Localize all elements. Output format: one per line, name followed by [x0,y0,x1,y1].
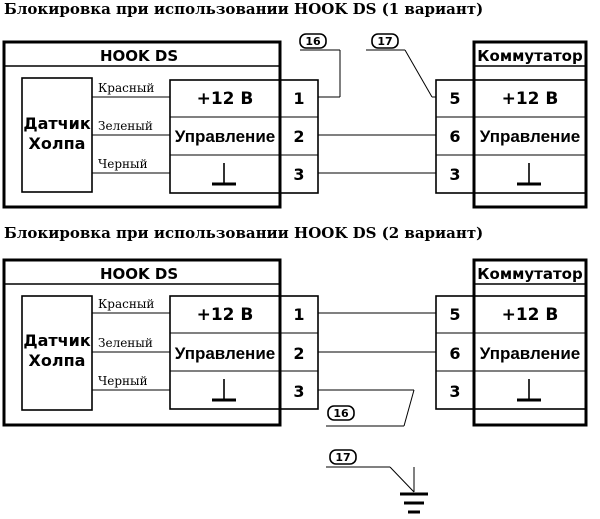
wire-red-label: Красный [98,81,154,95]
wire-green-label-2: Зеленый [98,336,153,350]
switch-title: Коммутатор [477,47,583,65]
plus12-label: +12 В [197,89,254,109]
tag-16-v2: 16 [318,389,415,427]
wire-black-label-2: Черный [98,374,148,388]
pin-2-2: 2 [293,344,304,363]
hook-ds-title-2: HOOK DS [100,265,178,283]
pin-6: 6 [449,127,460,146]
hook-ds-title: HOOK DS [100,47,178,65]
variant-1-title: Блокировка при использовании HOOK DS (1 … [4,0,483,18]
control-label: Управление [175,127,275,146]
switch-title-2: Коммутатор [477,265,583,283]
ground-icon [212,163,236,186]
tag-17-v2: 17 [326,449,415,493]
pin-1-2: 1 [293,305,304,324]
pin-2: 2 [293,127,304,146]
chassis-ground-icon [400,492,428,514]
svg-text:17: 17 [377,35,392,48]
svg-text:17: 17 [335,451,350,464]
switch-plus12-label-2: +12 В [502,305,559,325]
pin-5: 5 [449,89,460,108]
svg-text:16: 16 [333,407,349,420]
plus12-label-2: +12 В [197,305,254,325]
hook-pin-column [279,79,319,194]
tag-16: 16 [299,33,341,98]
pin-1: 1 [293,89,304,108]
hall-sensor-label-2-2: Холпа [29,351,86,370]
switch-ground-icon-2 [517,379,541,402]
pin-3-switch: 3 [449,165,460,184]
svg-text:16: 16 [305,35,321,48]
switch-control-label-2: Управление [480,344,580,363]
hall-sensor-label-2: Холпа [29,134,86,153]
hall-sensor-label-1-2: Датчик [23,331,91,350]
pin-3: 3 [293,165,304,184]
switch-plus12-label: +12 В [502,89,559,109]
pin-3-switch-2: 3 [449,382,460,401]
ground-icon-2 [212,379,236,402]
control-label-2: Управление [175,344,275,363]
wire-green-label: Зеленый [98,119,153,133]
tag-17: 17 [366,33,436,98]
wire-red-label-2: Красный [98,297,154,311]
pin-6-2: 6 [449,344,460,363]
variant-1: Блокировка при использовании HOOK DS (1 … [2,0,588,209]
switch-control-label: Управление [480,127,580,146]
hall-sensor-box-2 [21,295,93,411]
pin-5-2: 5 [449,305,460,324]
variant-2-title: Блокировка при использовании HOOK DS (2 … [4,224,483,242]
pin-3-2: 3 [293,382,304,401]
wire-black-label: Черный [98,157,148,171]
switch-ground-icon [517,163,541,186]
hall-sensor-label-1: Датчик [23,114,91,133]
variant-2: Блокировка при использовании HOOK DS (2 … [2,224,588,514]
